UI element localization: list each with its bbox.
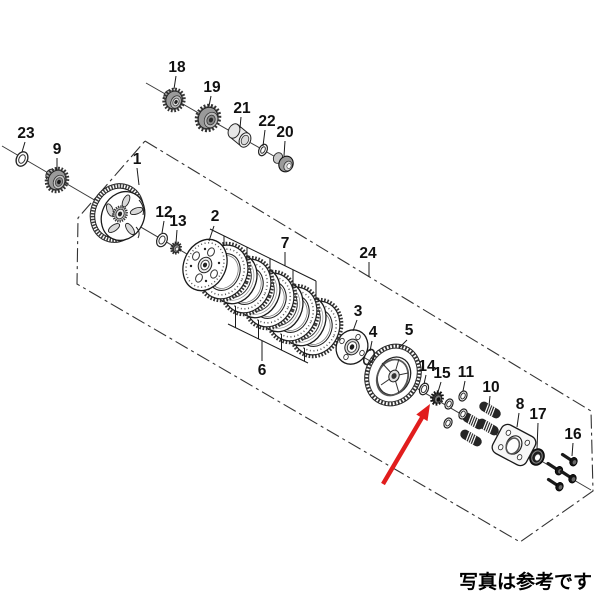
part-1-clutch-housing bbox=[89, 183, 146, 243]
part-2-pressure-plate bbox=[182, 238, 228, 292]
svg-text:21: 21 bbox=[233, 100, 251, 117]
svg-text:19: 19 bbox=[203, 79, 221, 96]
label-17: 17 bbox=[529, 406, 547, 450]
svg-text:14: 14 bbox=[418, 358, 436, 375]
part-15-lock-nut bbox=[430, 390, 444, 406]
label-14: 14 bbox=[418, 358, 436, 385]
part-20-cap-nut bbox=[272, 152, 294, 173]
part-11-spring-seats bbox=[441, 389, 470, 430]
part-12-washer bbox=[155, 232, 169, 248]
svg-text:22: 22 bbox=[258, 113, 275, 130]
svg-text:2: 2 bbox=[211, 208, 220, 225]
label-9: 9 bbox=[53, 141, 62, 170]
label-12: 12 bbox=[155, 204, 173, 234]
part-3-hub-plate bbox=[335, 329, 369, 365]
svg-text:9: 9 bbox=[53, 141, 62, 158]
svg-text:13: 13 bbox=[169, 213, 187, 230]
part-22-washer bbox=[257, 143, 269, 157]
part-14-washer bbox=[418, 382, 430, 396]
part-10-clutch-springs bbox=[465, 404, 496, 445]
label-18: 18 bbox=[168, 59, 186, 90]
label-8: 8 bbox=[516, 396, 525, 428]
caption-text: 写真は参考です bbox=[459, 570, 592, 593]
svg-text:1: 1 bbox=[133, 151, 142, 168]
svg-text:23: 23 bbox=[17, 125, 35, 142]
bracket-steel-plates-6 bbox=[227, 306, 309, 364]
label-21: 21 bbox=[233, 100, 251, 129]
label-5: 5 bbox=[398, 322, 414, 349]
label-2: 2 bbox=[208, 208, 220, 242]
label-23: 23 bbox=[17, 125, 35, 153]
svg-text:16: 16 bbox=[564, 426, 582, 443]
svg-text:7: 7 bbox=[281, 235, 290, 252]
part-13-lock-washer bbox=[170, 241, 182, 255]
label-13: 13 bbox=[169, 213, 187, 244]
part-5-clutch-boss-gear bbox=[364, 343, 422, 407]
boundary-outline bbox=[76, 140, 594, 543]
svg-text:6: 6 bbox=[258, 362, 267, 379]
highlight-arrow bbox=[381, 404, 430, 486]
part-23-washer bbox=[15, 151, 29, 167]
label-20: 20 bbox=[276, 124, 294, 157]
part-21-spacer-collar bbox=[227, 123, 252, 148]
svg-text:5: 5 bbox=[405, 322, 414, 339]
svg-text:4: 4 bbox=[369, 324, 378, 341]
label-7: 7 bbox=[281, 235, 290, 266]
svg-text:18: 18 bbox=[168, 59, 186, 76]
svg-text:15: 15 bbox=[433, 365, 451, 382]
svg-text:12: 12 bbox=[155, 204, 172, 221]
svg-text:24: 24 bbox=[359, 245, 377, 262]
svg-text:17: 17 bbox=[529, 406, 546, 423]
label-19: 19 bbox=[203, 79, 221, 107]
svg-text:10: 10 bbox=[482, 379, 499, 396]
svg-text:8: 8 bbox=[516, 396, 525, 413]
bracket-friction-plates-7 bbox=[209, 228, 317, 300]
label-4: 4 bbox=[369, 324, 378, 352]
part-18-drive-gear bbox=[162, 87, 186, 113]
svg-text:3: 3 bbox=[354, 303, 363, 320]
label-24: 24 bbox=[359, 245, 377, 277]
label-15: 15 bbox=[433, 365, 451, 393]
label-16: 16 bbox=[564, 426, 582, 457]
label-11: 11 bbox=[458, 364, 475, 392]
part-16-bolts bbox=[546, 452, 581, 494]
label-6: 6 bbox=[258, 341, 267, 379]
svg-text:20: 20 bbox=[276, 124, 293, 141]
label-22: 22 bbox=[258, 113, 276, 147]
label-3: 3 bbox=[352, 303, 363, 332]
label-10: 10 bbox=[482, 379, 500, 407]
part-8-spring-plate bbox=[491, 423, 537, 467]
svg-text:11: 11 bbox=[458, 364, 475, 381]
label-1: 1 bbox=[133, 151, 142, 186]
part-9-pinion-gear bbox=[44, 166, 70, 194]
part-19-idler-gear bbox=[194, 103, 222, 133]
